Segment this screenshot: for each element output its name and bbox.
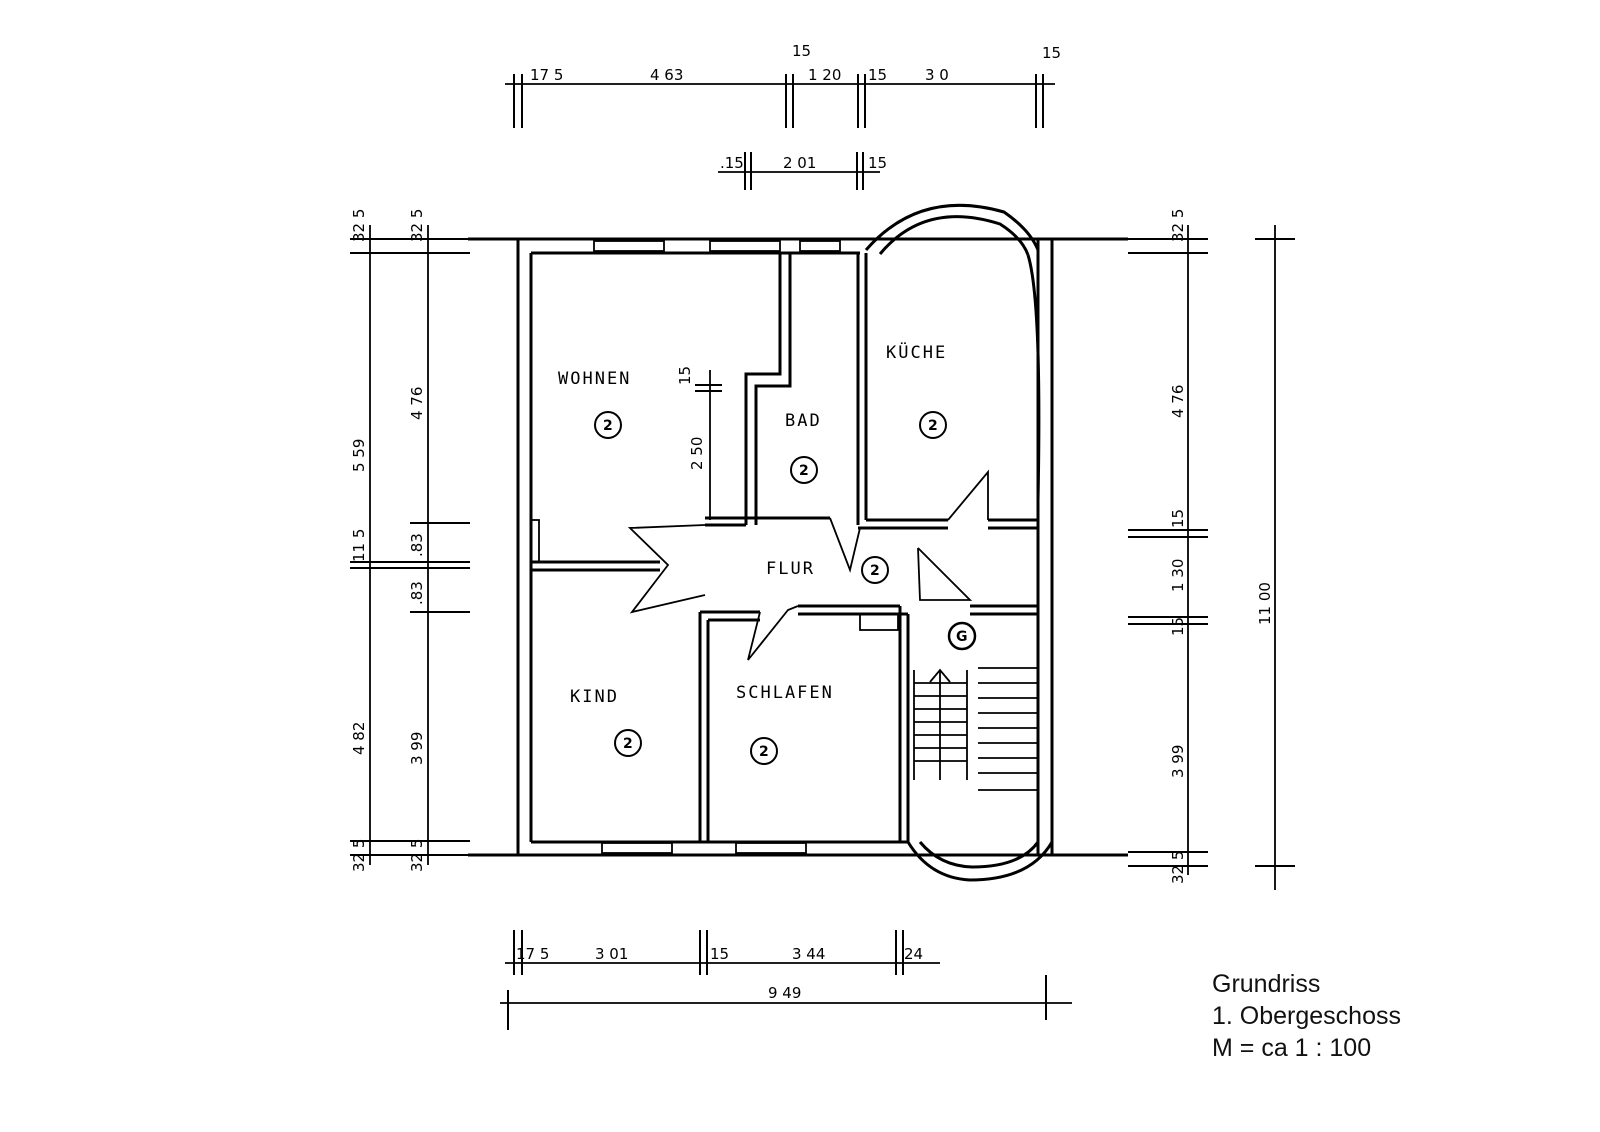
dim-top-2: 15 [792,42,811,60]
dim-bottom-4: 24 [904,945,923,963]
dim-left-4: 32 5 [350,839,368,872]
dim-left-inner-1: 4 76 [408,387,426,420]
top-windows [593,240,841,252]
dim-top-5: 3 0 [925,66,949,84]
dim-top-4: 15 [868,66,887,84]
dim-bottom-0: 17 5 [516,945,549,963]
dim-left-inner-2: .83 [408,533,426,557]
room-badges: 2 2 2 2 2 2 G [594,411,977,765]
dim-left-1: 5 59 [350,439,368,472]
dim-left-2: 11 5 [350,529,368,562]
legend-floor: 1. Obergeschoss [1212,1002,1401,1030]
dim-right-1: 4 76 [1169,385,1187,418]
dim-top-inner-2: 15 [868,154,887,172]
dim-left-inner-3: .83 [408,581,426,605]
badge-wohnen: 2 [603,418,613,434]
dim-right-total: 11 00 [1256,582,1274,625]
plan-legend: Grundriss 1. Obergeschoss M = ca 1 : 100 [1212,968,1401,1064]
interior-walls [530,253,1038,842]
badge-kind: 2 [623,736,633,752]
door-openings [627,469,989,661]
dim-top-0: 17 5 [530,66,563,84]
dim-right-0: 32 5 [1169,209,1187,242]
staircase [913,667,1038,791]
dim-bottom-2: 15 [710,945,729,963]
dim-wohnen-1: 2 50 [688,437,706,470]
dim-bottom-1: 3 01 [595,945,628,963]
dim-left-inner-0: 32 5 [408,209,426,242]
exterior-walls [468,237,1128,857]
dim-bottom-3: 3 44 [792,945,825,963]
room-label-flur: FLUR [766,559,815,579]
dim-bottom-total: 9 49 [768,984,801,1002]
room-label-schlafen: SCHLAFEN [736,683,834,703]
dim-left-inner-5: 32 5 [408,839,426,872]
dim-top-6: 15 [1042,44,1061,62]
dim-left-3: 4 82 [350,722,368,755]
bottom-windows [601,842,807,854]
badge-stair: G [956,629,968,645]
room-label-wohnen: WOHNEN [558,369,631,389]
wohnen-inner-dimension: 15 2 50 [676,366,722,520]
badge-schlafen: 2 [759,744,769,760]
dim-right-5: 3 99 [1169,745,1187,778]
dim-right-3: 1 30 [1169,559,1187,592]
room-label-kueche: KÜCHE [886,341,947,363]
badge-bad: 2 [799,463,809,479]
dim-top-1: 4 63 [650,66,683,84]
badge-kueche: 2 [928,418,938,434]
kitchen-bay-window [864,203,1041,501]
room-label-bad: BAD [785,411,822,431]
dim-wohnen-0: 15 [676,366,694,385]
legend-title: Grundriss [1212,970,1321,998]
right-dimension-chain: 32 5 4 76 15 1 30 15 3 99 32 5 11 00 [1128,209,1295,890]
dim-top-inner-1: 2 01 [783,154,816,172]
dim-top-3: 1 20 [808,66,841,84]
stair-bay-window [906,841,1054,882]
room-label-kind: KIND [570,687,619,707]
top-inner-dimension: .15 2 01 15 [718,152,887,190]
dim-right-2: 15 [1169,509,1187,528]
bottom-dimension-chain: 17 5 3 01 15 3 44 24 9 49 [500,930,1072,1030]
dim-top-inner-0: .15 [720,154,744,172]
dim-left-0: 32 5 [350,209,368,242]
legend-scale: M = ca 1 : 100 [1212,1034,1372,1062]
left-dimension-chain: 32 5 5 59 11 5 4 82 32 5 32 5 4 76 .83 .… [350,209,470,872]
top-dimension-chain: 17 5 4 63 15 1 20 15 3 0 15 [505,42,1061,128]
dim-left-inner-4: 3 99 [408,732,426,765]
badge-flur: 2 [870,563,880,579]
dim-right-6: 32 5 [1169,851,1187,884]
dim-right-4: 15 [1169,617,1187,636]
